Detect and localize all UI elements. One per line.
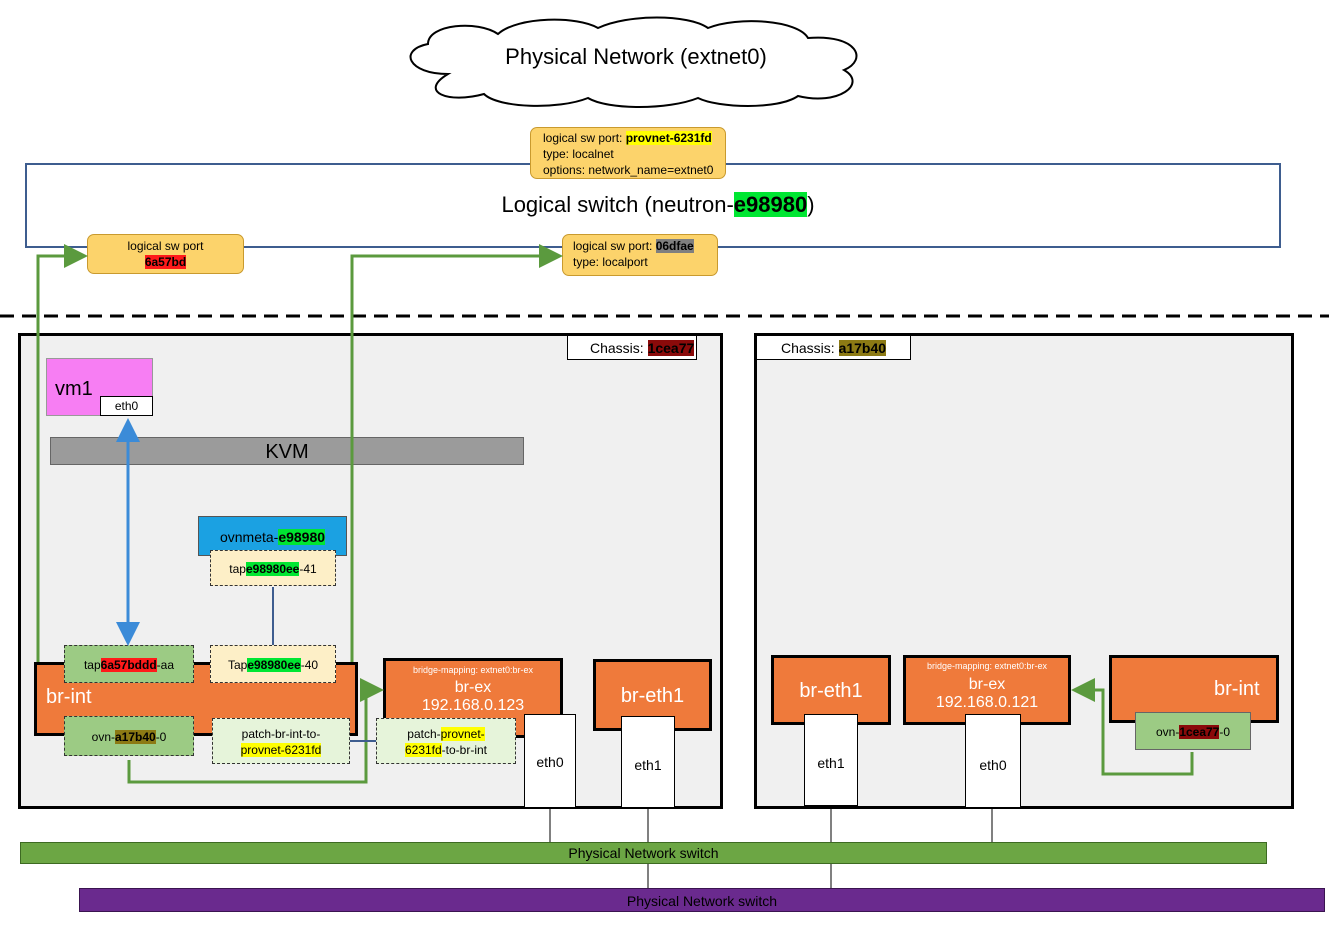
tap-vm: tap6a57bddd-aa xyxy=(64,645,194,683)
patch-br-int: patch-br-int-to- provnet-6231fd xyxy=(212,718,350,764)
cloud-label: Physical Network (extnet0) xyxy=(505,44,767,69)
metadata-logical-port: logical sw port: 06dfae type: localport xyxy=(562,234,718,276)
physical-switch-green: Physical Network switch xyxy=(20,842,1267,864)
chassis-2-label: Chassis: a17b40 xyxy=(756,335,911,360)
cloud-shape xyxy=(409,16,858,108)
ovn-tunnel-2: ovn-1cea77-0 xyxy=(1135,712,1251,750)
logical-switch-label: Logical switch (neutron-e98980) xyxy=(501,192,815,217)
br-int-2-label: br-int xyxy=(1214,678,1260,700)
br-ex-2: bridge-mapping: extnet0:br-ex br-ex 192.… xyxy=(903,655,1071,725)
eth1-2: eth1 xyxy=(804,714,858,806)
vm-logical-port: logical sw port 6a57bd xyxy=(87,234,244,274)
tap-meta-ns: tape98980ee-41 xyxy=(210,550,336,586)
eth0-2: eth0 xyxy=(965,714,1021,808)
provnet-logical-port: logical sw port: provnet-6231fd type: lo… xyxy=(530,127,726,179)
ovn-tunnel-1: ovn-a17b40-0 xyxy=(64,716,194,756)
eth1-1: eth1 xyxy=(621,716,675,808)
kvm-bar: KVM xyxy=(50,437,524,465)
tap-meta: Tape98980ee-40 xyxy=(210,645,336,683)
vm1-label: vm1 xyxy=(55,378,93,400)
vm1-eth0: eth0 xyxy=(100,396,153,416)
chassis-1-label: Chassis: 1cea77 xyxy=(567,335,697,360)
patch-br-ex: patch-provnet- 6231fd-to-br-int xyxy=(376,718,516,764)
eth0-1: eth0 xyxy=(524,714,576,808)
physical-switch-purple: Physical Network switch xyxy=(79,888,1325,912)
br-int-1-label: br-int xyxy=(46,686,92,708)
